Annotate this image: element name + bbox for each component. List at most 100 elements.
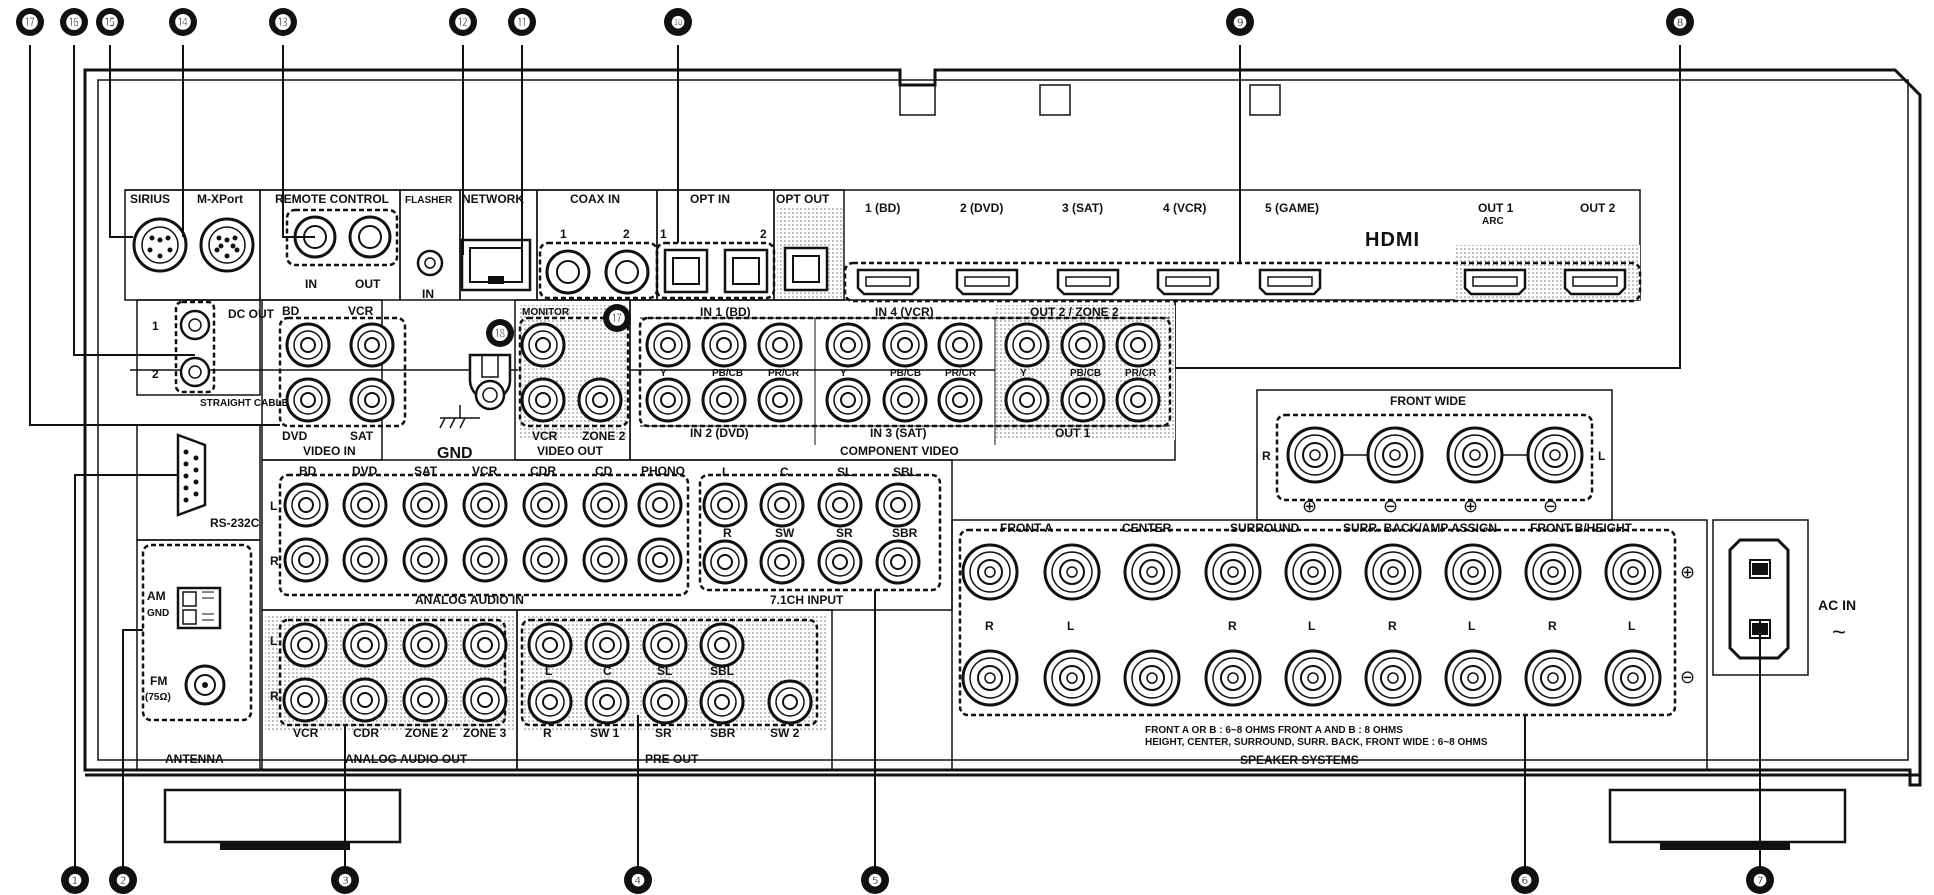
preout-bottom-jack-3[interactable] xyxy=(642,679,688,725)
hdmi-in-3-port[interactable] xyxy=(1056,268,1120,296)
analog-in-l-jack-1[interactable] xyxy=(283,482,329,528)
ch71-bottom-jack-2[interactable] xyxy=(759,539,805,585)
analog-out-r-jack-3[interactable] xyxy=(402,677,448,723)
speaker-post-minus-6[interactable] xyxy=(1364,649,1422,707)
analog-in-r-jack-1[interactable] xyxy=(283,537,329,583)
component-jack-bottom-9[interactable] xyxy=(1115,377,1161,423)
component-jack-top-1[interactable] xyxy=(645,322,691,368)
front-wide-post-3[interactable] xyxy=(1446,426,1504,484)
sirius-connector[interactable] xyxy=(132,217,188,273)
analog-out-r-jack-4[interactable] xyxy=(462,677,508,723)
component-jack-bottom-7[interactable] xyxy=(1004,377,1050,423)
video-out-jack-2[interactable] xyxy=(520,377,566,423)
front-wide-post-4[interactable] xyxy=(1526,426,1584,484)
video-in-jack-1[interactable] xyxy=(285,322,331,368)
coax-in-2-jack[interactable] xyxy=(604,249,650,295)
video-in-jack-3[interactable] xyxy=(285,377,331,423)
am-terminal[interactable] xyxy=(176,586,222,630)
dc-out-1-jack[interactable] xyxy=(179,309,211,341)
preout-bottom-jack-1[interactable] xyxy=(527,679,573,725)
hdmi-out-1-port[interactable] xyxy=(1463,268,1527,296)
analog-in-r-jack-6[interactable] xyxy=(582,537,628,583)
speaker-post-plus-7[interactable] xyxy=(1444,543,1502,601)
component-jack-top-9[interactable] xyxy=(1115,322,1161,368)
component-jack-top-6[interactable] xyxy=(937,322,983,368)
mxport-connector[interactable] xyxy=(199,217,255,273)
hdmi-in-5-port[interactable] xyxy=(1258,268,1322,296)
preout-top-jack-1[interactable] xyxy=(527,622,573,668)
video-out-jack-1[interactable] xyxy=(520,322,566,368)
analog-in-r-jack-3[interactable] xyxy=(402,537,448,583)
analog-in-r-jack-4[interactable] xyxy=(462,537,508,583)
component-jack-top-7[interactable] xyxy=(1004,322,1050,368)
component-jack-bottom-5[interactable] xyxy=(882,377,928,423)
speaker-post-plus-9[interactable] xyxy=(1604,543,1662,601)
speaker-post-minus-4[interactable] xyxy=(1204,649,1262,707)
analog-out-l-jack-3[interactable] xyxy=(402,622,448,668)
hdmi-out-2-port[interactable] xyxy=(1563,268,1627,296)
speaker-post-minus-7[interactable] xyxy=(1444,649,1502,707)
speaker-post-minus-3[interactable] xyxy=(1123,649,1181,707)
component-jack-bottom-4[interactable] xyxy=(825,377,871,423)
speaker-post-minus-5[interactable] xyxy=(1284,649,1342,707)
analog-in-l-jack-2[interactable] xyxy=(342,482,388,528)
network-port[interactable] xyxy=(460,238,532,292)
preout-bottom-jack-2[interactable] xyxy=(584,679,630,725)
component-jack-bottom-8[interactable] xyxy=(1060,377,1106,423)
preout-bottom-jack-4[interactable] xyxy=(699,679,745,725)
analog-in-l-jack-5[interactable] xyxy=(522,482,568,528)
speaker-post-plus-8[interactable] xyxy=(1524,543,1582,601)
speaker-post-minus-2[interactable] xyxy=(1043,649,1101,707)
front-wide-post-1[interactable] xyxy=(1286,426,1344,484)
preout-top-jack-2[interactable] xyxy=(584,622,630,668)
opt-in-2-port[interactable] xyxy=(723,248,769,294)
analog-in-l-jack-7[interactable] xyxy=(637,482,683,528)
component-jack-top-8[interactable] xyxy=(1060,322,1106,368)
ch71-top-jack-3[interactable] xyxy=(817,482,863,528)
ch71-bottom-jack-4[interactable] xyxy=(875,539,921,585)
opt-in-1-port[interactable] xyxy=(663,248,709,294)
speaker-post-minus-8[interactable] xyxy=(1524,649,1582,707)
component-jack-top-4[interactable] xyxy=(825,322,871,368)
analog-out-l-jack-1[interactable] xyxy=(282,622,328,668)
speaker-post-plus-5[interactable] xyxy=(1284,543,1342,601)
component-jack-top-5[interactable] xyxy=(882,322,928,368)
component-jack-bottom-6[interactable] xyxy=(937,377,983,423)
opt-out-port[interactable] xyxy=(777,208,842,298)
rs232c-port[interactable] xyxy=(176,433,207,517)
speaker-post-plus-1[interactable] xyxy=(961,543,1019,601)
preout-top-jack-4[interactable] xyxy=(699,622,745,668)
ch71-top-jack-2[interactable] xyxy=(759,482,805,528)
analog-in-r-jack-7[interactable] xyxy=(637,537,683,583)
speaker-post-plus-2[interactable] xyxy=(1043,543,1101,601)
analog-in-l-jack-4[interactable] xyxy=(462,482,508,528)
preout-top-jack-3[interactable] xyxy=(642,622,688,668)
speaker-post-minus-1[interactable] xyxy=(961,649,1019,707)
video-out-jack-3[interactable] xyxy=(577,377,623,423)
hdmi-in-4-port[interactable] xyxy=(1156,268,1220,296)
speaker-post-plus-4[interactable] xyxy=(1204,543,1262,601)
analog-out-l-jack-4[interactable] xyxy=(462,622,508,668)
video-in-jack-2[interactable] xyxy=(349,322,395,368)
ch71-bottom-jack-3[interactable] xyxy=(817,539,863,585)
component-jack-top-2[interactable] xyxy=(701,322,747,368)
flasher-jack[interactable] xyxy=(416,249,444,277)
fm-jack[interactable] xyxy=(184,664,226,706)
component-jack-top-3[interactable] xyxy=(757,322,803,368)
hdmi-in-2-port[interactable] xyxy=(955,268,1019,296)
component-jack-bottom-1[interactable] xyxy=(645,377,691,423)
analog-in-r-jack-2[interactable] xyxy=(342,537,388,583)
ch71-bottom-jack-1[interactable] xyxy=(702,539,748,585)
analog-in-l-jack-3[interactable] xyxy=(402,482,448,528)
component-jack-bottom-3[interactable] xyxy=(757,377,803,423)
remote-out-jack[interactable] xyxy=(348,215,392,259)
analog-in-r-jack-5[interactable] xyxy=(522,537,568,583)
gnd-terminal[interactable] xyxy=(468,353,512,411)
ch71-top-jack-1[interactable] xyxy=(702,482,748,528)
preout-bottom-jack-5[interactable] xyxy=(767,679,813,725)
speaker-post-plus-6[interactable] xyxy=(1364,543,1422,601)
dc-out-2-jack[interactable] xyxy=(179,356,211,388)
speaker-post-plus-3[interactable] xyxy=(1123,543,1181,601)
analog-out-r-jack-1[interactable] xyxy=(282,677,328,723)
front-wide-post-2[interactable] xyxy=(1366,426,1424,484)
